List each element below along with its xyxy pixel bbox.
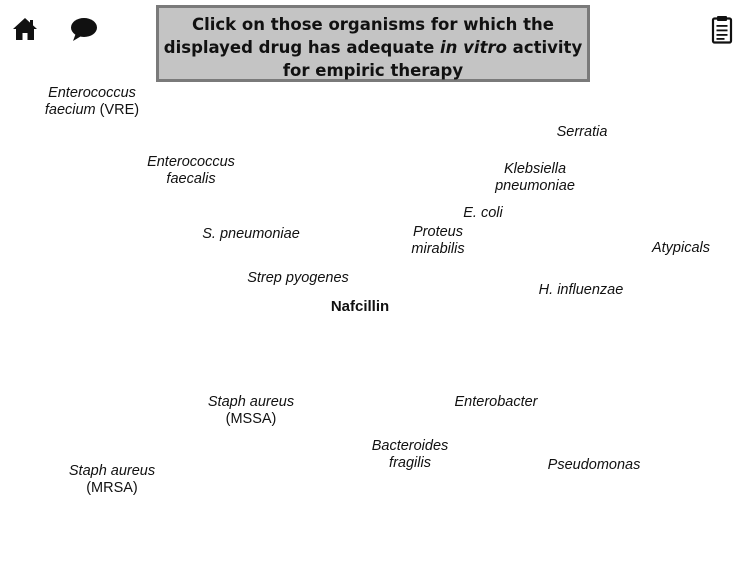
organism-line2: (MSSA) — [225, 411, 277, 427]
organism-label: S. pneumoniae — [202, 226, 300, 242]
organism-line2-italic: faecium — [44, 102, 96, 118]
organism-klebsiella-pneumoniae[interactable]: Klebsiella pneumoniae — [495, 161, 575, 195]
organism-strep-pyogenes[interactable]: Strep pyogenes — [247, 270, 349, 287]
instruction-text-before: Click on those organisms for which the d… — [163, 15, 554, 57]
organism-e-coli[interactable]: E. coli — [463, 205, 503, 222]
speech-bubble-icon — [71, 18, 97, 41]
organism-atypicals[interactable]: Atypicals — [652, 240, 710, 257]
organism-line2: fragilis — [389, 455, 431, 471]
organism-staph-aureus-mrsa[interactable]: Staph aureus (MRSA) — [69, 463, 155, 497]
instruction-text-after: activity for empiric therapy — [282, 38, 583, 80]
organism-line1: Proteus — [413, 224, 463, 240]
organism-label: Strep pyogenes — [247, 270, 349, 286]
instruction-emphasis: in vitro — [440, 38, 507, 57]
instruction-banner: Click on those organisms for which the d… — [156, 5, 590, 82]
clipboard-icon — [711, 16, 733, 44]
organism-enterococcus-faecium[interactable]: Enterococcus faecium (VRE) — [45, 85, 139, 119]
organism-line2: mirabilis — [411, 241, 465, 257]
organism-h-influenzae[interactable]: H. influenzae — [539, 282, 624, 299]
organism-line2: faecalis — [166, 171, 216, 187]
organism-line1: Bacteroides — [371, 438, 449, 454]
organism-label: Enterobacter — [454, 394, 538, 410]
organism-line2-plain: (VRE) — [95, 102, 140, 118]
organism-line2: pneumoniae — [495, 178, 575, 194]
organism-line1: Enterococcus — [48, 85, 136, 101]
organism-bacteroides-fragilis[interactable]: Bacteroides fragilis — [372, 438, 449, 472]
home-icon — [13, 18, 37, 40]
organism-pseudomonas[interactable]: Pseudomonas — [548, 457, 641, 474]
organism-line1: Klebsiella — [503, 161, 567, 177]
organism-label: Pseudomonas — [547, 457, 641, 473]
notepad-button[interactable] — [711, 15, 733, 44]
organism-enterococcus-faecalis[interactable]: Enterococcus faecalis — [147, 154, 235, 188]
organism-line2: (MRSA) — [86, 480, 138, 496]
organism-line1: Staph aureus — [207, 394, 295, 410]
organism-label: Serratia — [556, 124, 608, 140]
organism-line1: Staph aureus — [68, 463, 156, 479]
organism-enterobacter[interactable]: Enterobacter — [454, 394, 537, 411]
home-button[interactable] — [12, 17, 38, 41]
organism-proteus-mirabilis[interactable]: Proteus mirabilis — [411, 224, 464, 258]
organism-label: H. influenzae — [538, 282, 624, 298]
organism-staph-aureus-mssa[interactable]: Staph aureus (MSSA) — [208, 394, 294, 428]
comment-button[interactable] — [70, 17, 98, 42]
drug-name: Nafcillin — [330, 298, 390, 315]
organism-serratia[interactable]: Serratia — [557, 124, 608, 141]
organism-label: Atypicals — [651, 240, 711, 256]
organism-label: E. coli — [463, 205, 503, 221]
organism-s-pneumoniae[interactable]: S. pneumoniae — [202, 226, 300, 243]
organism-line1: Enterococcus — [147, 154, 235, 170]
